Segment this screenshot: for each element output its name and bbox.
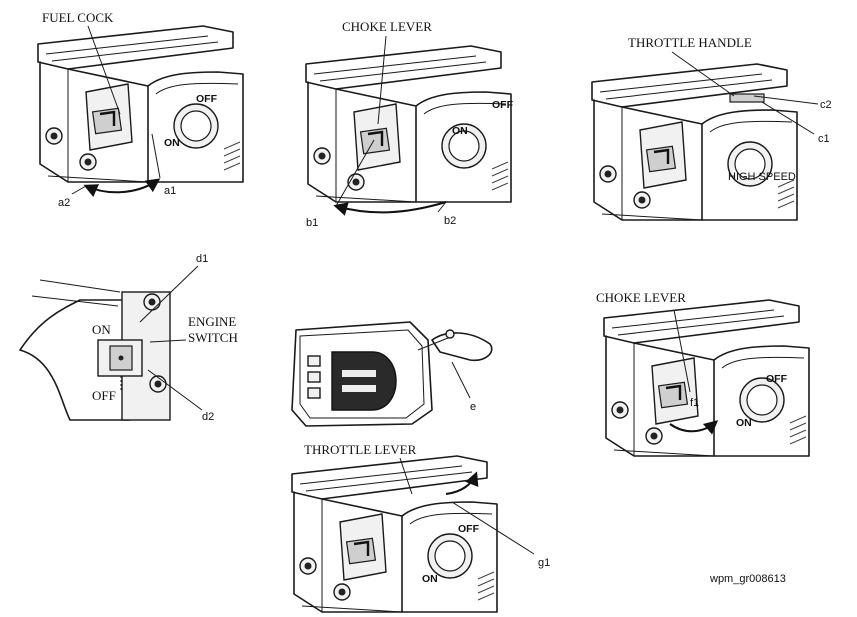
engine-switch-title-line1: ENGINE — [188, 314, 236, 329]
callout-b2: b2 — [444, 215, 456, 227]
callout-a1: a1 — [164, 185, 176, 197]
fuel-cock-off-label: OFF — [196, 93, 218, 105]
throttle-lever-title: THROTTLE LEVER — [304, 442, 417, 457]
panel-fuel-cock: FUEL COCK OFF ON a2 a1 — [36, 10, 245, 209]
panel-choke-lever-1: CHOKE LEVER OFF ON b1 b2 — [304, 19, 514, 229]
panel-throttle-lever: THROTTLE LEVER OFF ON g1 — [290, 442, 550, 614]
choke-2-off-label: OFF — [766, 373, 788, 385]
engine-switch-off-label: OFF — [92, 388, 116, 403]
choke-1-off-label: OFF — [492, 99, 514, 111]
callout-c2: c2 — [820, 99, 832, 111]
callout-b1: b1 — [306, 217, 318, 229]
callout-f1: f1 — [690, 397, 699, 409]
panel-throttle-handle: THROTTLE HANDLE c2 c1 HIGH SPEED — [590, 35, 832, 222]
throttle-lever-on-label: ON — [422, 573, 438, 585]
figure-id: wpm_gr008613 — [709, 573, 786, 585]
panel-choke-lever-2: CHOKE LEVER OFF ON f1 — [596, 290, 811, 458]
fuel-cock-on-label: ON — [164, 137, 180, 149]
throttle-lever-off-label: OFF — [458, 523, 480, 535]
engine-switch-title-line2: SWITCH — [188, 330, 238, 345]
engine-switch-on-label: ON — [92, 322, 111, 337]
fuel-cock-title: FUEL COCK — [42, 10, 114, 25]
callout-d1: d1 — [196, 253, 208, 265]
choke-2-on-label: ON — [736, 417, 752, 429]
choke-2-title: CHOKE LEVER — [596, 290, 686, 305]
callout-g1: g1 — [538, 557, 550, 569]
callout-d2: d2 — [202, 411, 214, 423]
callout-c1: c1 — [818, 133, 830, 145]
panel-recoil-starter: e — [291, 321, 493, 427]
callout-e: e — [470, 401, 476, 413]
throttle-handle-title: THROTTLE HANDLE — [628, 35, 752, 50]
choke-1-title: CHOKE LEVER — [342, 19, 432, 34]
callout-a2: a2 — [58, 197, 70, 209]
high-speed-label: HIGH SPEED — [728, 171, 796, 183]
panel-engine-switch: d1 d2 ENGINE SWITCH ON OFF — [19, 253, 238, 423]
choke-1-on-label: ON — [452, 125, 468, 137]
